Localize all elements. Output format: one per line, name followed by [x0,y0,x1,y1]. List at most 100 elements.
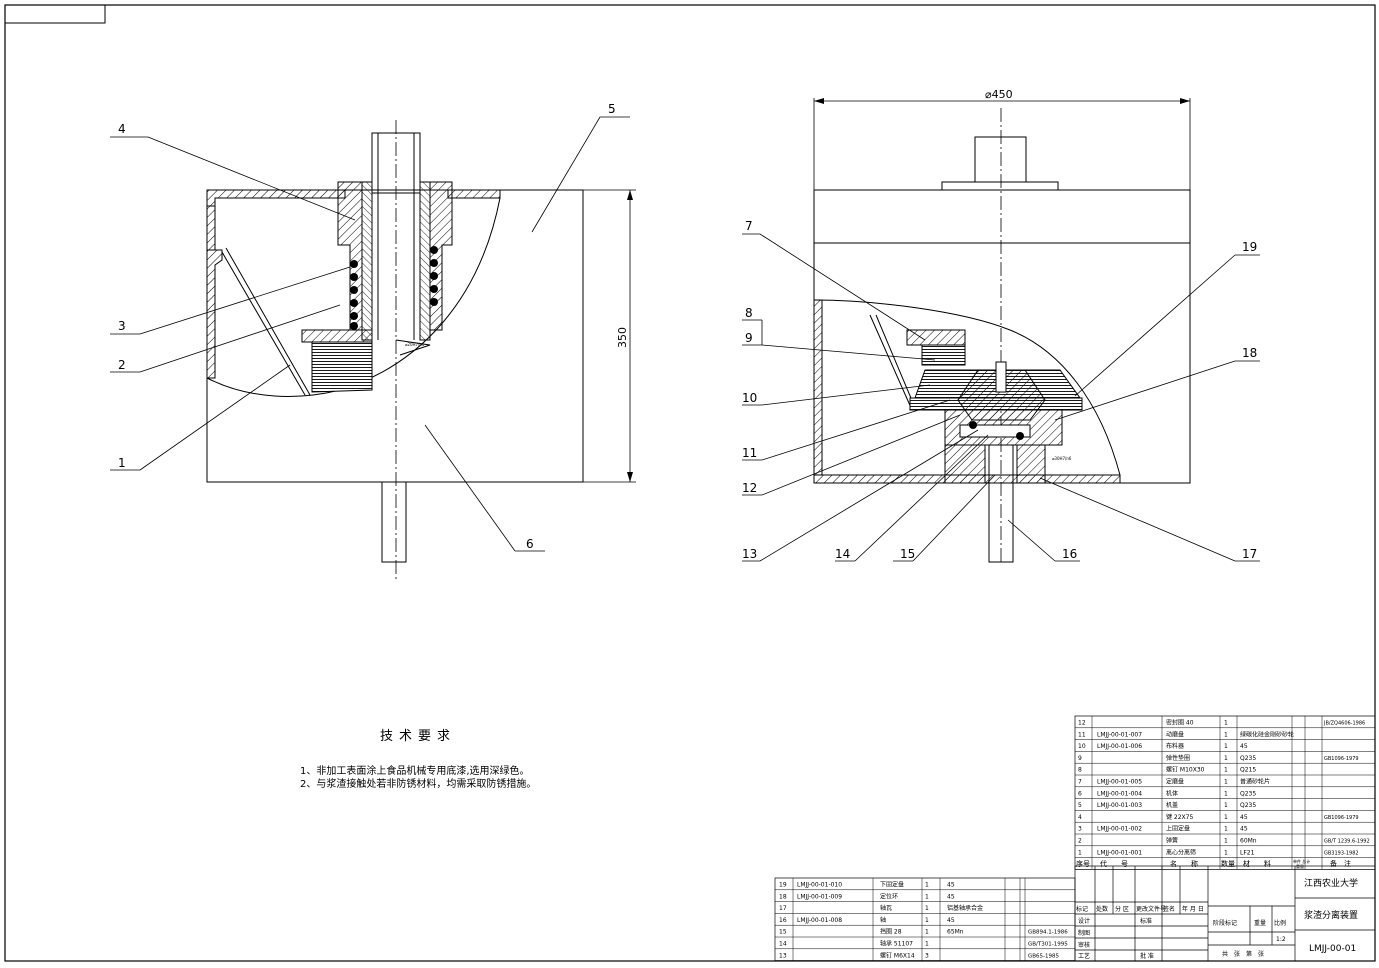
balloon-16: 16 [1062,547,1077,561]
bom-cell-no: 17 [779,905,787,912]
bom-cell-material: Q235 [1240,802,1256,809]
bom-header-weight: 单件 总计 [1293,858,1310,864]
tb-zone: 分 区 [1115,905,1129,913]
sheet-border [4,4,1376,962]
tb-standard: 标准 [1140,917,1152,925]
bom-cell-remark: GB/T301-1995 [1028,942,1068,948]
left-balloons [110,116,630,552]
bom-cell-no: 14 [779,941,787,948]
bom-header-material: 材 料 [1243,859,1271,868]
right-fit-note: ⌀30H7/n6 [1052,456,1072,461]
bom-cell-name: 密封圈 40 [1166,719,1194,727]
balloon-12: 12 [742,481,757,495]
bom-cell-name: 机盖 [1166,801,1178,809]
bom-cell-name: 布料器 [1166,742,1184,750]
bom-cell-name: 定磨盘 [1166,778,1184,786]
bom-cell-qty: 1 [1224,779,1228,786]
bom-cell-remark: GB894.1-1986 [1028,930,1068,936]
bom-cell-no: 1 [1078,849,1082,856]
bom-cell-qty: 1 [1224,814,1228,821]
bom-cell-no: 19 [779,882,787,889]
bom-cell-qty: 1 [1224,720,1228,727]
bom-cell-no: 18 [779,893,787,900]
bom-cell-code: LMJJ-00-01-004 [1097,790,1142,797]
balloon-13: 13 [742,547,757,561]
bom-cell-no: 9 [1078,755,1082,762]
balloon-15: 15 [900,547,915,561]
balloon-1: 1 [118,456,126,470]
tb-ratio: 比例 [1274,919,1286,927]
bom-cell-code: LMJJ-00-01-006 [1097,743,1142,750]
balloon-3: 3 [118,319,126,333]
bom-cell-qty: 1 [925,917,929,924]
bom-cell-material: 铝基轴承合金 [947,904,983,912]
bom-cell-code: LMJJ-00-01-002 [1097,826,1142,833]
tb-school: 江西农业大学 [1304,877,1358,889]
tb-approve: 批 准 [1140,952,1154,960]
bom-cell-material: 65Mn [947,929,964,936]
tb-draw: 制图 [1078,929,1090,937]
bom-cell-qty: 1 [1224,849,1228,856]
balloon-14: 14 [835,547,850,561]
tb-design: 设计 [1078,917,1090,925]
tb-weight: 重量 [1254,919,1266,927]
bom-cell-qty: 1 [1224,743,1228,750]
bom-cell-code: LMJJ-00-01-008 [797,917,842,924]
balloon-6: 6 [526,537,534,551]
balloon-8: 8 [745,306,753,320]
bom-header-no: 序号 [1076,859,1090,868]
tb-doc: 更改文件号 [1136,905,1166,913]
tb-stage: 阶段标记 [1213,919,1237,927]
left-fit-note: ⌀20H7/n6 [405,342,425,347]
bom-cell-qty: 3 [925,952,929,959]
balloon-18: 18 [1242,346,1257,360]
tb-sheets: 共 张 第 张 [1222,950,1264,958]
bom-cell-no: 6 [1078,790,1082,797]
balloon-11: 11 [742,446,757,460]
bom-cell-no: 5 [1078,802,1082,809]
corner-box [4,4,106,24]
bom-cell-remark: GB65-1985 [1028,953,1060,959]
bom-cell-qty: 1 [1224,838,1228,845]
bom-cell-code: LMJJ-00-01-007 [1097,731,1142,738]
bom-cell-material: Q215 [1240,767,1256,774]
bom-cell-qty: 1 [1224,755,1228,762]
tb-scale: 1:2 [1276,936,1286,943]
balloon-10: 10 [742,391,757,405]
bom-cell-no: 15 [779,929,787,936]
bom-cell-name: 上固定盘 [1166,825,1190,833]
bom-cell-name: 定位环 [880,892,898,900]
bom-cell-material: 45 [947,917,955,924]
bom-cell-code: LMJJ-00-01-003 [1097,802,1142,809]
bom-cell-name: 动磨盘 [1166,730,1184,738]
right-balloon-labels: 7 8 9 10 11 12 13 14 15 16 17 18 19 [742,219,1257,561]
bom-cell-name: 离心分离筛 [1166,848,1196,856]
bom-cell-no: 16 [779,917,787,924]
bom-cell-qty: 1 [1224,731,1228,738]
bom-cell-qty: 1 [1224,802,1228,809]
bom-cell-qty: 1 [1224,790,1228,797]
title-block-text: 标记 处数 分 区 更改文件号 签名 年 月 日 设计 标准 制图 审核 工艺 … [1076,877,1358,960]
tb-count: 处数 [1096,905,1108,913]
balloon-4: 4 [118,122,126,136]
bom-cell-no: 13 [779,952,787,959]
bom-cell-remark: GB3193-1982 [1324,850,1359,856]
tb-product: 浆渣分离装置 [1304,909,1358,921]
tech-req-note-1: 1、非加工表面涂上食品机械专用底漆,选用深绿色。 [300,766,530,777]
bom-cell-material: Q235 [1240,755,1256,762]
bom-cell-remark: GB1096-1979 [1324,815,1359,821]
tb-drawing-no: LMJJ-00-01 [1309,944,1356,954]
bom-cell-name: 挡圈 28 [880,928,902,936]
bom-cell-qty: 1 [925,941,929,948]
bom-cell-qty: 1 [925,905,929,912]
title-block [1074,865,1376,962]
bom-cell-qty: 1 [925,893,929,900]
bom-cell-name: 机体 [1166,789,1178,797]
bom-cell-remark: GB1096-1979 [1324,756,1359,762]
bom-cell-name: 轴瓦 [880,904,892,912]
bom-cell-no: 11 [1078,731,1086,738]
bom-cell-code: LMJJ-00-01-005 [1097,779,1142,786]
